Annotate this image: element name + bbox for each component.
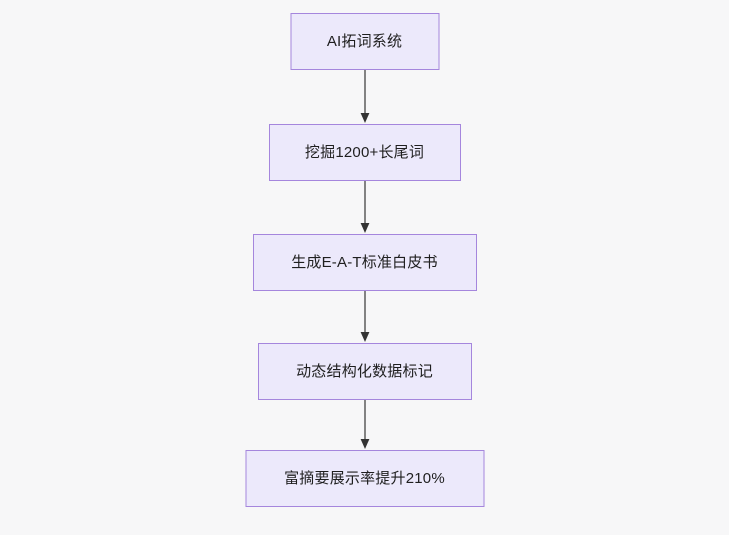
flowchart-node-label: 挖掘1200+长尾词 bbox=[304, 144, 425, 161]
flowchart-node-n4[interactable]: 富摘要展示率提升210% bbox=[245, 450, 484, 507]
arrow-down-icon bbox=[360, 181, 369, 233]
flowchart-edge-n0-n1 bbox=[359, 70, 371, 124]
flowchart-node-label: 动态结构化数据标记 bbox=[296, 363, 433, 380]
flowchart-node-n2[interactable]: 生成E-A-T标准白皮书 bbox=[252, 234, 477, 291]
flowchart-edge-n3-n4 bbox=[359, 400, 371, 450]
arrow-down-icon bbox=[360, 400, 369, 449]
flowchart-node-label: AI拓词系统 bbox=[326, 33, 403, 50]
flowchart-node-n3[interactable]: 动态结构化数据标记 bbox=[257, 343, 472, 400]
flowchart-node-label: 生成E-A-T标准白皮书 bbox=[291, 254, 438, 271]
flowchart-edge-n1-n2 bbox=[359, 181, 371, 234]
flowchart-edge-n2-n3 bbox=[359, 291, 371, 343]
flowchart-node-label: 富摘要展示率提升210% bbox=[284, 470, 445, 487]
flowchart-node-n1[interactable]: 挖掘1200+长尾词 bbox=[268, 124, 461, 181]
arrow-down-icon bbox=[360, 291, 369, 342]
flowchart-node-n0[interactable]: AI拓词系统 bbox=[290, 13, 439, 70]
arrow-down-icon bbox=[360, 70, 369, 123]
